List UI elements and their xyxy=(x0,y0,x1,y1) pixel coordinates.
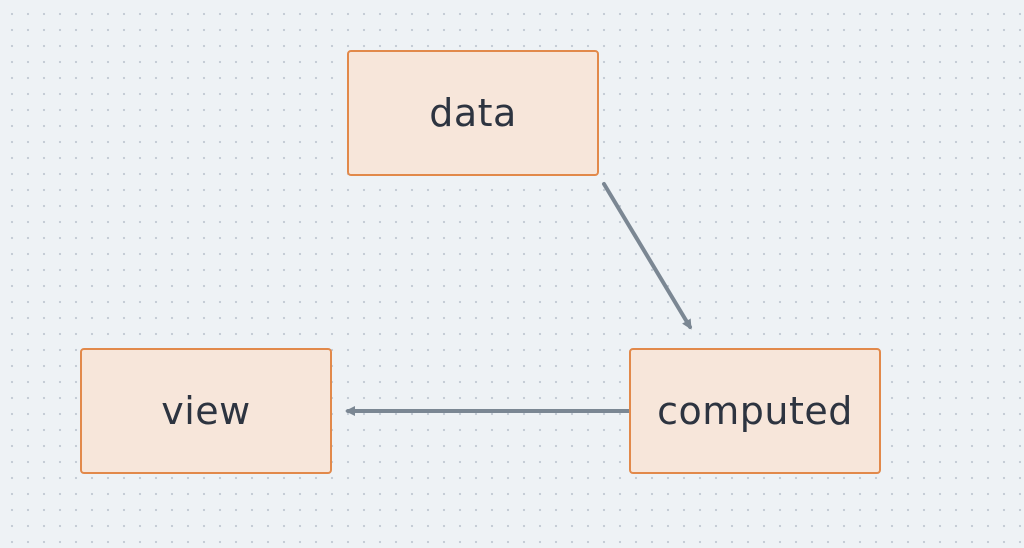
node-computed-label: computed xyxy=(657,389,853,433)
node-data-label: data xyxy=(429,91,517,135)
node-computed[interactable]: computed xyxy=(629,348,881,474)
node-view[interactable]: view xyxy=(80,348,332,474)
edge-data-to-computed-arrow xyxy=(602,182,692,330)
node-view-label: view xyxy=(161,389,251,433)
node-data[interactable]: data xyxy=(347,50,599,176)
